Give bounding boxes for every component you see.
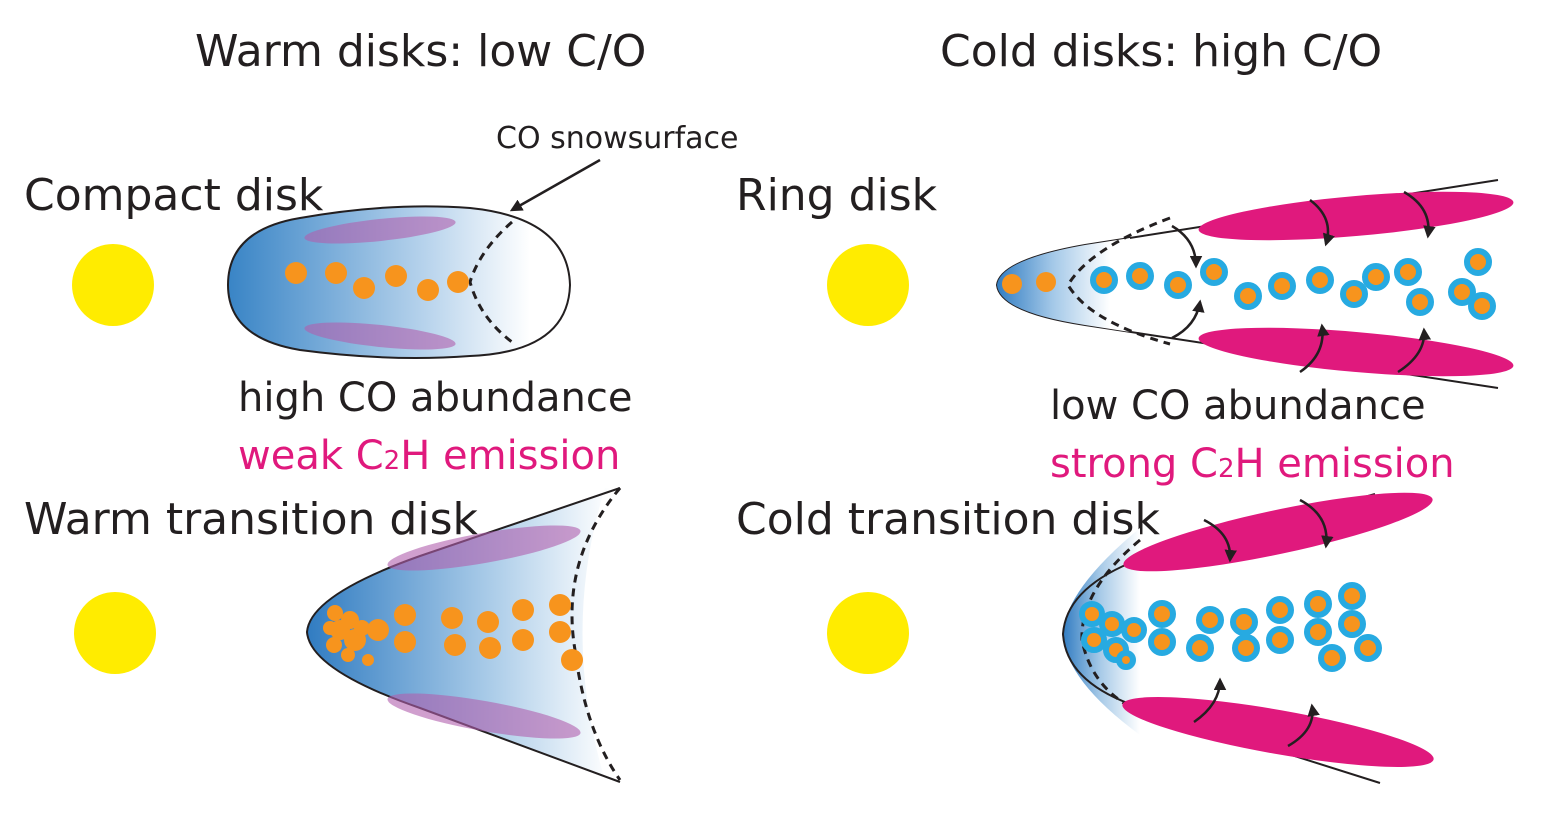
ring-disk <box>995 179 1514 389</box>
warm-c2h-subscript: 2 <box>383 446 401 476</box>
warm-c2h-emission: weak C2H emission <box>238 436 620 476</box>
star-icon <box>74 592 156 674</box>
warm-c2h-suffix: H emission <box>400 433 621 479</box>
cold-c2h-subscript: 2 <box>1217 454 1235 484</box>
compact-disk <box>226 158 601 359</box>
warm-c2h-prefix: weak C <box>238 433 384 479</box>
cold-transition-disk-label: Cold transition disk <box>736 494 1160 545</box>
cold-c2h-emission: strong C2H emission <box>1050 444 1455 484</box>
warm-disks-header: Warm disks: low C/O <box>195 26 647 77</box>
cold-c2h-prefix: strong C <box>1050 441 1218 487</box>
cold-transition-disk <box>1061 492 1434 784</box>
cold-c2h-suffix: H emission <box>1234 441 1455 487</box>
cold-disks-header: Cold disks: high C/O <box>940 26 1383 77</box>
star-icon <box>827 244 909 326</box>
cold-co-abundance: low CO abundance <box>1050 383 1426 429</box>
snowsurface-arrow <box>509 158 601 212</box>
star-icon <box>827 592 909 674</box>
warm-transition-disk <box>305 487 622 783</box>
ice-grains <box>1079 582 1382 672</box>
co-snowsurface-label: CO snowsurface <box>496 121 739 156</box>
warm-co-abundance: high CO abundance <box>238 375 633 421</box>
compact-disk-label: Compact disk <box>24 170 324 221</box>
ring-disk-label: Ring disk <box>736 170 938 221</box>
ice-grains <box>1090 248 1496 320</box>
warm-transition-disk-label: Warm transition disk <box>24 494 478 545</box>
star-icon <box>72 244 154 326</box>
